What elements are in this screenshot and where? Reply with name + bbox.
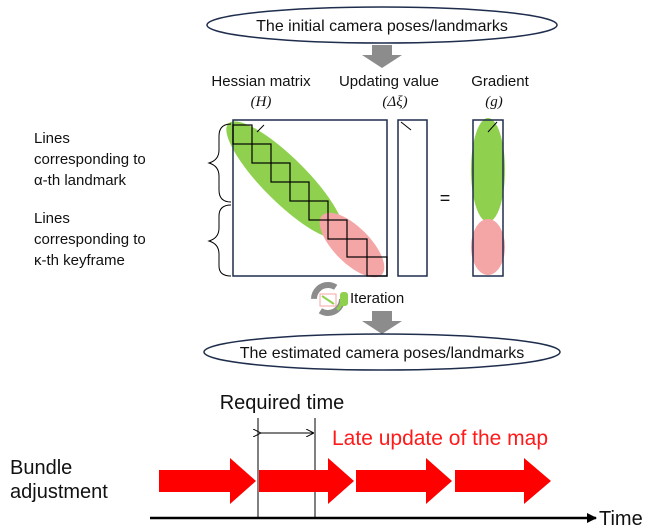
- landmark-brace: [207, 123, 232, 203]
- ba-iterations: [159, 458, 551, 504]
- hessian-matrix-frame: [232, 119, 388, 277]
- red-arrow-1: [159, 458, 256, 504]
- update-pointer-line: [400, 121, 412, 131]
- diagonal-blocks: [232, 124, 388, 277]
- landmark-label-line2: corresponding to: [34, 151, 146, 168]
- bundle-adjustment-label-line1: Bundle: [10, 457, 72, 479]
- gray-arrow-shaft: [372, 45, 392, 55]
- pink-diagonal-ellipse: [319, 212, 385, 278]
- diag-block: [232, 124, 253, 145]
- keyframe-label-line1: Lines: [34, 210, 70, 227]
- red-arrow-3: [356, 458, 452, 504]
- diag-block: [346, 238, 368, 258]
- gradient-symbol: (g): [485, 94, 503, 110]
- keyframe-label-line2: corresponding to: [34, 231, 146, 248]
- time-label: Time: [599, 508, 643, 529]
- gradient-pointer-line: [487, 121, 498, 133]
- bundle-adjustment-label-line2: adjustment: [10, 481, 108, 503]
- iteration-label: Iteration: [350, 290, 404, 307]
- landmark-label-line1: Lines: [34, 130, 70, 147]
- red-arrow-2: [259, 458, 354, 504]
- green-diagonal-ellipse: [226, 121, 344, 239]
- iteration-cycle-icon: [311, 282, 348, 316]
- gray-arrow-shaft: [372, 311, 392, 321]
- updating-value-vector: [397, 119, 428, 277]
- initial-poses-label: The initial camera poses/landmarks: [256, 18, 508, 35]
- hessian-matrix: [226, 119, 388, 278]
- mini-gradient: [340, 292, 348, 306]
- estimated-poses-label: The estimated camera poses/landmarks: [240, 345, 525, 362]
- keyframe-brace: [207, 204, 232, 277]
- diag-block: [366, 256, 388, 277]
- gradient-frame: [472, 119, 504, 277]
- gradient-green-ellipse: [471, 118, 505, 222]
- gradient-vector: [471, 118, 505, 277]
- hessian-pointer-line: [256, 124, 265, 133]
- late-update-label: Late update of the map: [332, 427, 548, 450]
- gray-arrow-head: [362, 321, 402, 334]
- diag-block: [308, 200, 329, 221]
- landmark-label-line3: α-th landmark: [34, 172, 127, 189]
- diag-block: [251, 143, 272, 164]
- gray-arrow-head: [362, 55, 402, 68]
- gray-arrow-down-bottom: [362, 311, 402, 334]
- diag-block: [289, 181, 310, 202]
- hessian-symbol: (H): [251, 94, 272, 110]
- updating-value-label: Updating value: [339, 73, 439, 90]
- estimated-poses-box: The estimated camera poses/landmarks: [203, 333, 561, 371]
- red-arrow-4: [455, 458, 551, 504]
- required-time-label: Required time: [220, 392, 345, 414]
- initial-poses-box: The initial camera poses/landmarks: [206, 6, 558, 44]
- gradient-pink-ellipse: [471, 219, 505, 275]
- gradient-label: Gradient: [471, 73, 529, 90]
- diag-block: [270, 162, 291, 183]
- mini-matrix-diagonal: [321, 295, 335, 305]
- diag-block: [327, 219, 348, 240]
- gray-arrow-down-top: [362, 45, 402, 68]
- equals-sign: =: [440, 188, 451, 208]
- hessian-matrix-label: Hessian matrix: [211, 73, 311, 90]
- keyframe-label-line3: κ-th keyframe: [34, 252, 125, 269]
- updating-value-symbol: (Δξ): [382, 94, 407, 110]
